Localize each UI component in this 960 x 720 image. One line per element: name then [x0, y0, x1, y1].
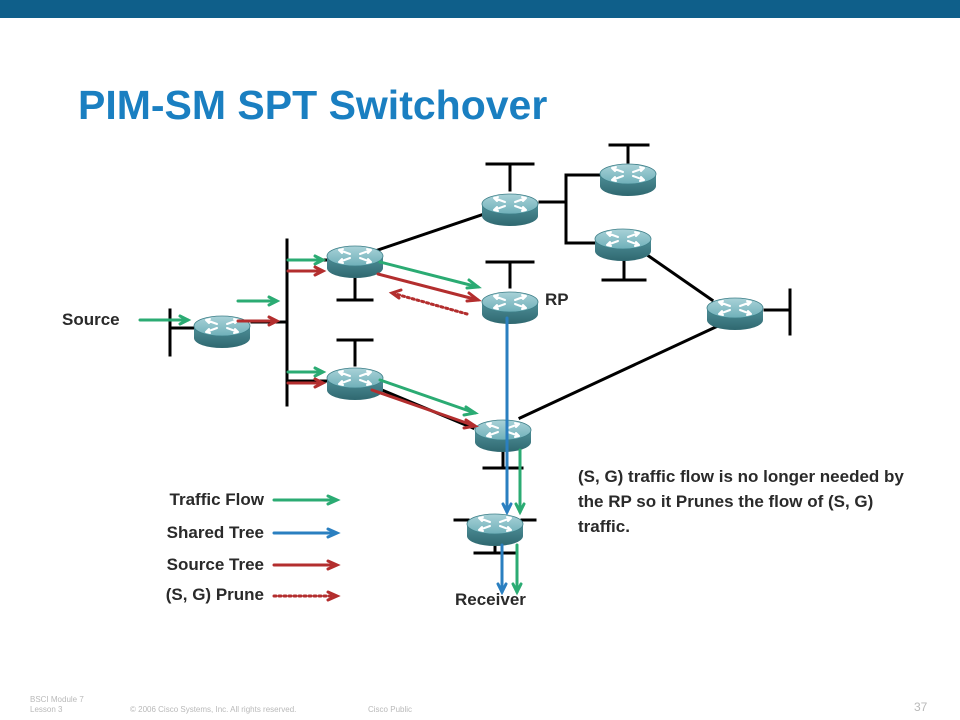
header-bar: [0, 0, 960, 18]
traffic-to-rp-arrow: [378, 260, 480, 289]
source-label: Source: [62, 310, 120, 329]
router-icon: [474, 419, 532, 453]
explanation-note: (S, G) traffic flow is no longer needed …: [578, 467, 904, 536]
legend-samples: [272, 494, 341, 602]
router-icon: [466, 513, 524, 547]
footer-lesson: Lesson 3: [30, 705, 63, 714]
rp-label: RP: [545, 290, 569, 309]
sg-prune-arrow: [390, 291, 469, 316]
traffic-arrows: [138, 254, 526, 596]
router-icon: [481, 291, 539, 325]
router-icon: [326, 245, 384, 279]
router-icon: [326, 367, 384, 401]
router-icon: [706, 297, 764, 331]
legend-source-tree-label: Source Tree: [166, 555, 264, 574]
page-number: 37: [914, 700, 928, 714]
router-icon: [594, 228, 652, 262]
router-icon: [481, 193, 539, 227]
footer-course: BSCI Module 7: [30, 695, 84, 704]
router-icon: [599, 163, 657, 197]
network-links: [168, 143, 792, 555]
legend-shared-tree-label: Shared Tree: [166, 523, 264, 542]
footer-copyright: © 2006 Cisco Systems, Inc. All rights re…: [130, 705, 297, 714]
slide-title: PIM-SM SPT Switchover: [78, 82, 548, 128]
footer-classification: Cisco Public: [368, 705, 413, 714]
receiver-label: Receiver: [455, 590, 526, 609]
legend-traffic-flow-label: Traffic Flow: [169, 490, 264, 509]
legend-prune-label: (S, G) Prune: [165, 585, 264, 604]
